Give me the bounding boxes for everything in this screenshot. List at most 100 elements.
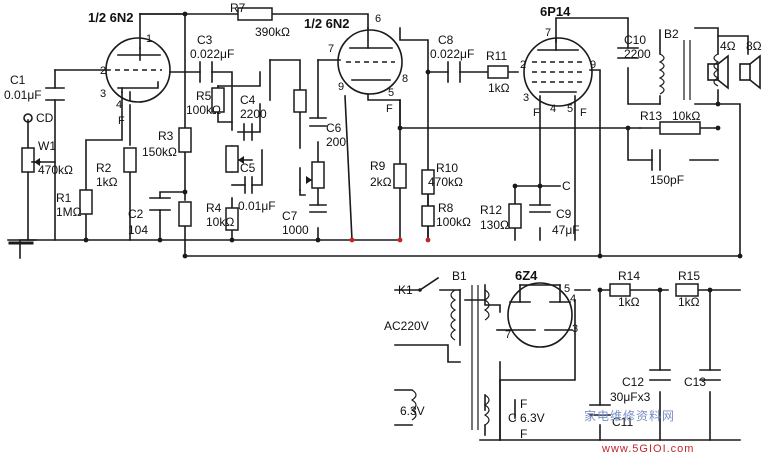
v3-pin-4: 4 (550, 103, 556, 115)
c10-ref: C10 (624, 33, 646, 47)
capacitor-c11 (589, 404, 611, 416)
r2-ref: R2 (96, 161, 112, 175)
tube-v4-label: 6Z4 (515, 268, 538, 283)
v1-pin-f: F (118, 115, 125, 127)
c4-ref: C4 (240, 93, 256, 107)
b1-ref: B1 (452, 269, 467, 283)
r5-ref: R5 (196, 89, 212, 103)
tube-v4-6z4: 6Z4 5 4 7 3 (505, 268, 578, 348)
v2-pin-8: 8 (402, 73, 408, 85)
capacitor-c13 (699, 369, 721, 381)
speaker-4ohm (707, 54, 729, 90)
v2-pin-5: 5 (388, 87, 394, 99)
speaker-4ohm-label: 4Ω (720, 39, 736, 53)
v2-pin-7: 7 (328, 43, 334, 55)
heater-2-value: 6.3V (520, 411, 545, 425)
capacitor-c2 (149, 197, 171, 211)
capacitor-c5 (244, 176, 253, 194)
output-transformer-b2 (658, 40, 720, 100)
r15-value: 1kΩ (678, 295, 700, 309)
v4-pin-4: 4 (570, 293, 576, 305)
r13-value: 10kΩ (672, 109, 700, 123)
power-switch-k1 (418, 276, 440, 292)
r12-ref: R12 (480, 203, 502, 217)
capacitor-c3 (199, 61, 213, 83)
r11-value: 1kΩ (488, 81, 510, 95)
v4-pin-7: 7 (505, 329, 511, 341)
c10-value: 2200 (624, 47, 651, 61)
r13-ref: R13 (640, 109, 662, 123)
r2-value: 1kΩ (96, 175, 118, 189)
v1-pin-4: 4 (116, 99, 122, 111)
r5-value: 100kΩ (186, 103, 221, 117)
c8-ref: C8 (438, 33, 454, 47)
speaker-8ohm-label: 8Ω (746, 39, 762, 53)
c3-value: 0.022μF (190, 47, 234, 61)
c7-value: 1000 (282, 223, 309, 237)
resistor-r5 (211, 87, 225, 113)
capacitor-c1 (45, 87, 65, 101)
r11-ref: R11 (486, 49, 507, 63)
c2-ref: C2 (128, 207, 144, 221)
r8-value: 100kΩ (436, 215, 471, 229)
r4-ref: R4 (206, 201, 222, 215)
r9-value: 2kΩ (370, 175, 392, 189)
resistor-r14 (609, 283, 631, 297)
c6-ref: C6 (326, 121, 342, 135)
pot-w2 (311, 161, 325, 189)
c2-value: 104 (128, 223, 148, 237)
w1-ref: W1 (38, 139, 56, 153)
c7-ref: C7 (282, 209, 298, 223)
v3-pin-f1: F (533, 107, 540, 119)
resistors (21, 7, 701, 297)
capacitor-150pf (651, 149, 661, 171)
r3-ref: R3 (158, 129, 174, 143)
r10-value: 470kΩ (428, 175, 463, 189)
watermark: 家电维修资料网 www.5GIOI.com (584, 408, 694, 455)
capacitors (45, 47, 721, 416)
pot-w1 (21, 147, 35, 173)
cd-ref: CD (36, 111, 54, 125)
ac-value: AC220V (384, 319, 429, 333)
resistor-r3b (178, 201, 192, 227)
pot-w3 (225, 145, 239, 173)
tube-v1-6n2: 1/2 6N2 1 2 3 4 F (88, 10, 171, 127)
r4-value: 10kΩ (206, 215, 234, 229)
watermark-text: 家电维修资料网 (584, 408, 675, 423)
resistor-r3 (178, 127, 192, 153)
c3-ref: C3 (197, 33, 213, 47)
v2-pin-6: 6 (375, 13, 381, 25)
v3-pin-7: 7 (545, 27, 551, 39)
c5-value: 0.01μF (238, 199, 276, 213)
capacitor-c10 (617, 47, 639, 59)
cfb-value: 150pF (650, 173, 684, 187)
resistor-r9 (393, 163, 407, 189)
capacitor-c4 (243, 123, 253, 141)
c6-value: 200 (326, 135, 346, 149)
v2-pin-f: F (386, 103, 393, 115)
watermark-url: www.5GIOI.com (601, 443, 694, 455)
component-labels: C1 0.01μF CD W1 470kΩ R1 1MΩ R2 1kΩ C2 1… (4, 1, 762, 441)
v3-pin-5: 5 (567, 103, 573, 115)
c5-ref: C5 (240, 161, 256, 175)
r8-ref: R8 (438, 201, 454, 215)
r7-value: 390kΩ (255, 25, 290, 39)
c1-value: 0.01μF (4, 88, 42, 102)
v4-pin-3: 3 (572, 323, 578, 335)
v1-pin-2: 2 (100, 65, 106, 77)
c8-value: 0.022μF (430, 47, 474, 61)
r12-value: 130Ω (480, 218, 509, 232)
tube-v3-6p14: 6P14 7 2 9 3 4 5 F F (520, 4, 596, 119)
c-node-ref: C (562, 179, 571, 193)
v4-pin-5: 5 (564, 283, 570, 295)
v1-pin-1: 1 (146, 33, 152, 45)
r14-value: 1kΩ (618, 295, 640, 309)
capacitor-c12 (649, 369, 671, 381)
resistor-r4 (225, 207, 239, 231)
r3-value: 150kΩ (142, 145, 177, 159)
c12-ref: C12 (622, 375, 644, 389)
c9-value: 47μF (552, 223, 580, 237)
resistor-r12 (508, 203, 522, 229)
c4-value: 2200 (240, 107, 267, 121)
